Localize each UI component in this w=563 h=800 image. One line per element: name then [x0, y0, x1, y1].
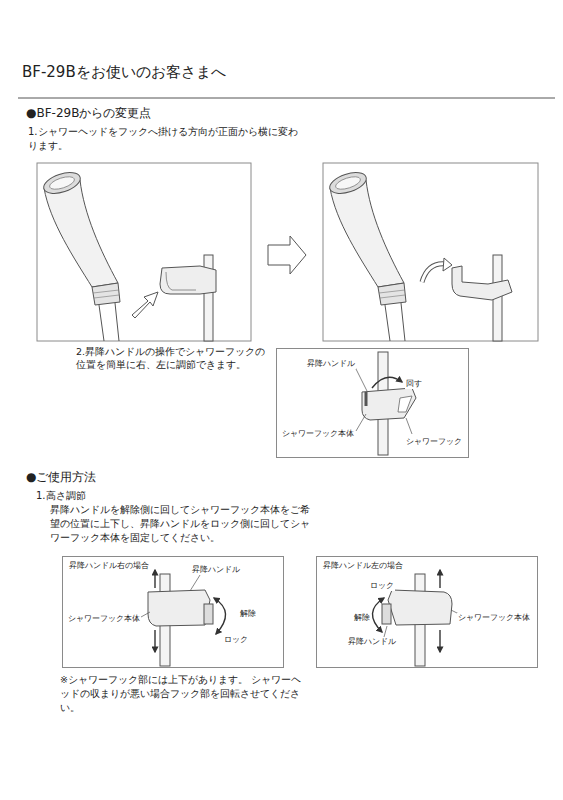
part-label: 回す [405, 379, 423, 389]
part-label: 解除 [353, 613, 371, 623]
part-label: シャワーフック [405, 437, 463, 447]
usage-figure-box: 昇降ハンドル右の場合 昇降ハンドルシャワーフック本体 解除ロック [62, 556, 284, 668]
note: ※シャワーフック部には上下があります。 シャワーヘッドの収まりが悪い場合フック部… [60, 673, 306, 714]
part-label: シャワーフック本体 [457, 613, 531, 623]
part-label: 昇降ハンドル [347, 637, 397, 647]
paragraph: 昇降ハンドルを解除側に回してシャワーフック本体をご希望の位置に上下し、昇降ハンド… [50, 503, 312, 545]
paragraph: 1.シャワーヘッドをフックへ掛ける方向が正面から横に変わります。 [28, 125, 300, 153]
section-heading: ●BF-29Bからの変更点 [26, 106, 326, 122]
part-label: ロック [223, 635, 249, 645]
part-label: シャワーフック本体 [67, 614, 141, 624]
usage-figure-box: 昇降ハンドル左の場合ロック解除昇降ハンドル シャワーフック本体 [316, 556, 538, 668]
section-heading: ●ご使用方法 [26, 470, 326, 486]
part-label: 昇降ハンドル [191, 565, 241, 575]
part-label: ロック [369, 581, 395, 591]
part-label: シャワーフック本体 [281, 429, 355, 439]
figure-heading: 昇降ハンドル右の場合 [68, 561, 150, 571]
figure-box: 昇降ハンドル回すシャワーフック本体シャワーフック [276, 348, 469, 458]
paragraph: 2.昇降ハンドルの操作でシャワーフックの位置を簡単に右、左に調節できます。 [76, 345, 272, 372]
part-label: 昇降ハンドル [306, 359, 356, 369]
part-label: 解除 [239, 609, 257, 619]
figure-heading: 昇降ハンドル左の場合 [322, 561, 404, 571]
page-title: BF-29Bをお使いのお客さまへ [22, 62, 226, 83]
sub-heading: 1.高さ調節 [36, 489, 286, 503]
